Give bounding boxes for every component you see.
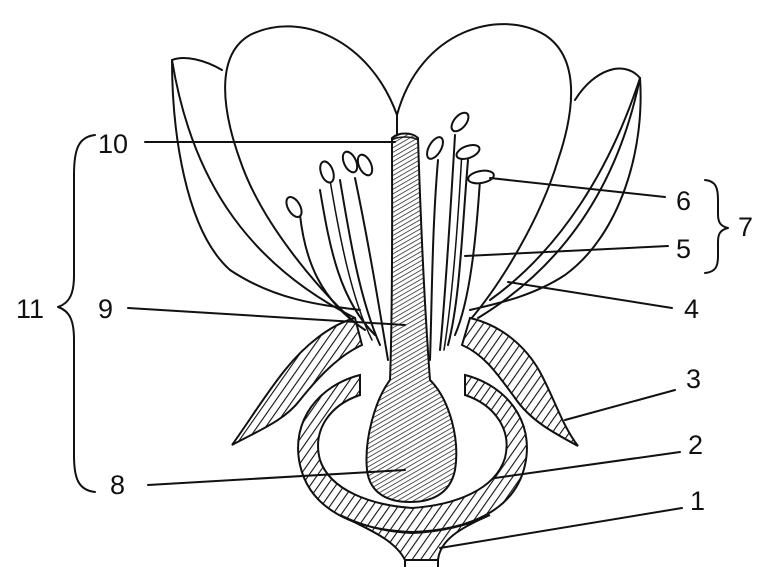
- leader-9: [128, 308, 405, 325]
- brace-7: [705, 180, 728, 273]
- anthers: [283, 110, 495, 220]
- brace-11: [58, 135, 95, 492]
- label-7: 7: [738, 212, 753, 242]
- leader-5: [465, 246, 668, 256]
- leader-6: [490, 178, 665, 197]
- label-3: 3: [686, 364, 701, 394]
- label-4: 4: [684, 294, 699, 324]
- leader-4: [508, 282, 672, 308]
- petal-right: [470, 69, 641, 310]
- label-2: 2: [688, 430, 703, 460]
- leader-8: [148, 470, 405, 485]
- label-1: 1: [690, 486, 705, 516]
- label-9: 9: [98, 294, 113, 324]
- label-8: 8: [110, 470, 125, 500]
- label-11: 11: [16, 294, 44, 324]
- label-10: 10: [98, 129, 128, 159]
- petal-left: [172, 58, 360, 310]
- label-6: 6: [676, 186, 691, 216]
- leader-3: [565, 390, 675, 420]
- label-5: 5: [676, 234, 691, 264]
